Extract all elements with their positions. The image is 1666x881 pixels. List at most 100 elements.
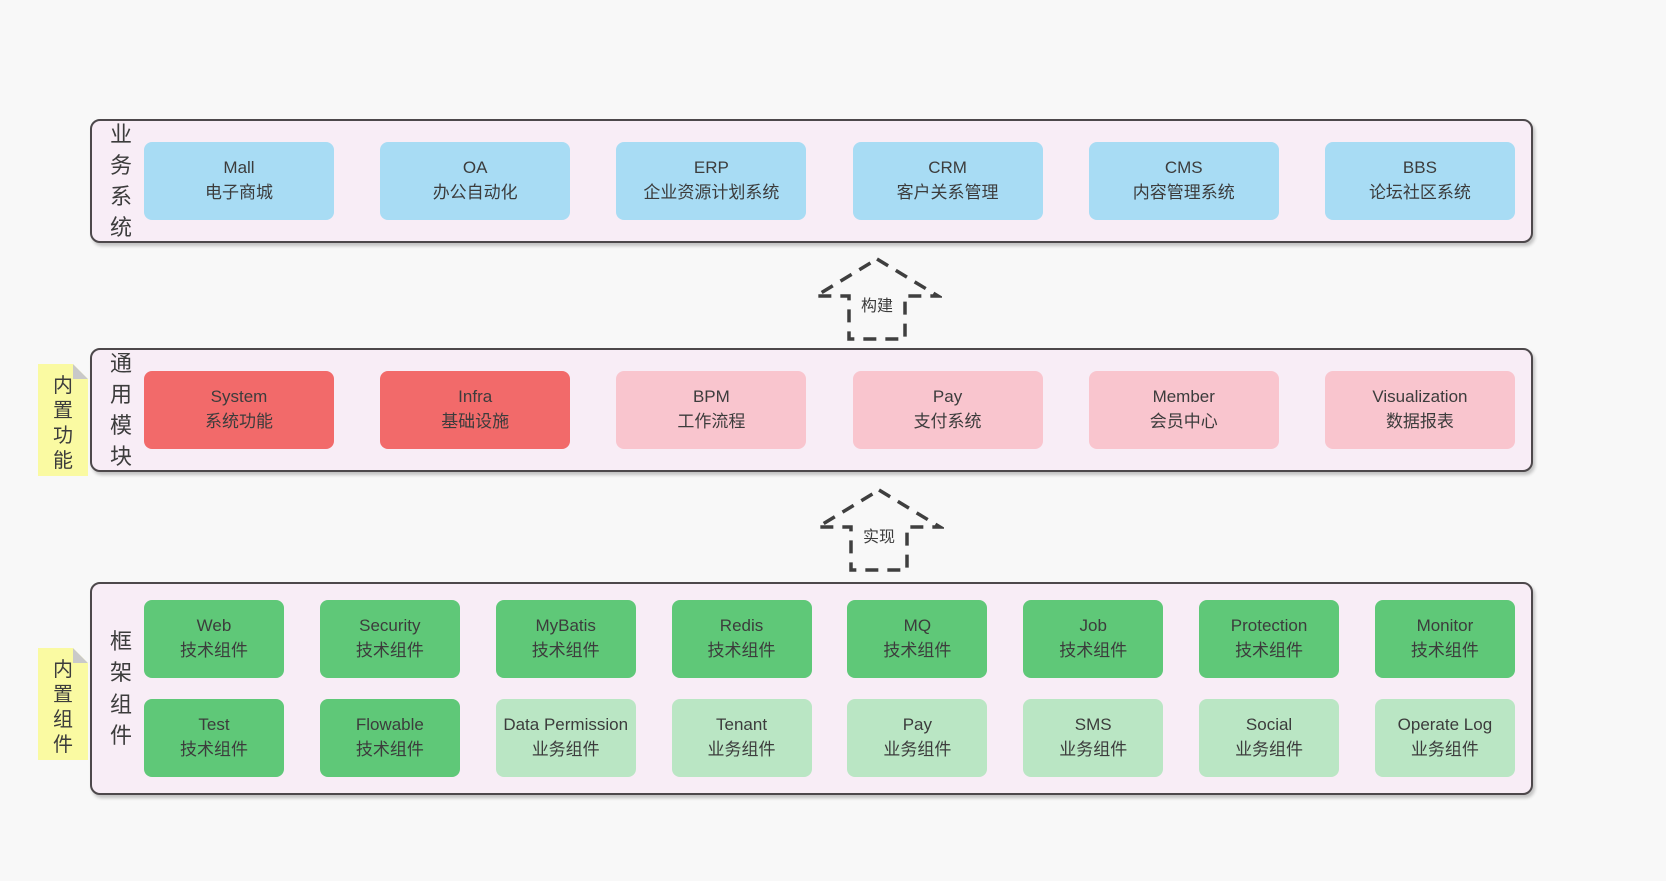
system-box-bbs: BBS 论坛社区系统 xyxy=(1324,142,1515,220)
panel-label-framework-components: 框架组件 xyxy=(109,629,132,748)
box-subtitle: 技术组件 xyxy=(1235,641,1304,660)
component-box-web: Web 技术组件 xyxy=(144,600,284,678)
component-box-pay: Pay 业务组件 xyxy=(847,699,988,777)
component-box-data-permission: Data Permission 业务组件 xyxy=(495,699,636,777)
box-subtitle: 基础设施 xyxy=(441,412,510,431)
component-box-tenant: Tenant 业务组件 xyxy=(671,699,812,777)
box-title: Social xyxy=(1245,715,1293,735)
box-title: BBS xyxy=(1402,158,1437,178)
box-subtitle: 业务组件 xyxy=(883,740,952,759)
component-box-protection: Protection 技术组件 xyxy=(1199,600,1340,678)
folded-corner-icon xyxy=(73,364,88,379)
box-title: MyBatis xyxy=(535,616,596,636)
module-box-infra: Infra 基础设施 xyxy=(380,371,571,449)
business-systems-boxes: Mall 电子商城 OA 办公自动化 ERP 企业资源计划系统 CRM 客户关系… xyxy=(144,142,1515,220)
box-subtitle: 技术组件 xyxy=(1059,641,1128,660)
box-subtitle: 技术组件 xyxy=(355,641,424,660)
box-title: BPM xyxy=(692,387,730,407)
box-title: ERP xyxy=(693,158,729,178)
system-box-erp: ERP 企业资源计划系统 xyxy=(616,142,807,220)
panel-label-business-systems: 业务系统 xyxy=(109,121,132,241)
common-modules-panel: 通用模块 System 系统功能 Infra 基础设施 BPM 工作流程 Pay… xyxy=(90,348,1533,472)
module-box-visualization: Visualization 数据报表 xyxy=(1324,371,1515,449)
component-box-monitor: Monitor 技术组件 xyxy=(1374,600,1515,678)
components-row-2: Test 技术组件 Flowable 技术组件 Data Permission … xyxy=(144,699,1515,777)
box-title: MQ xyxy=(903,616,932,636)
box-title: Protection xyxy=(1230,616,1308,636)
system-box-mall: Mall 电子商城 xyxy=(144,142,334,220)
box-title: Web xyxy=(196,616,232,636)
box-subtitle: 客户关系管理 xyxy=(896,183,999,202)
framework-components-panel: 框架组件 Web 技术组件 Security 技术组件 MyBatis 技术组件… xyxy=(90,582,1533,795)
sticky-note-builtin-features: 内置功能 xyxy=(38,364,88,476)
box-subtitle: 会员中心 xyxy=(1149,412,1218,431)
module-box-pay: Pay 支付系统 xyxy=(852,371,1043,449)
up-block-arrow-icon xyxy=(812,256,942,341)
box-title: System xyxy=(210,387,268,407)
box-subtitle: 企业资源计划系统 xyxy=(643,183,780,202)
components-row-1: Web 技术组件 Security 技术组件 MyBatis 技术组件 Redi… xyxy=(144,600,1515,678)
implement-arrow: 实现 xyxy=(814,487,944,573)
module-box-bpm: BPM 工作流程 xyxy=(616,371,807,449)
box-title: Operate Log xyxy=(1397,715,1493,735)
box-subtitle: 论坛社区系统 xyxy=(1368,183,1471,202)
box-title: Security xyxy=(359,616,421,636)
up-block-arrow-icon xyxy=(814,487,944,572)
panel-label-common-modules: 通用模块 xyxy=(109,350,132,470)
system-box-cms: CMS 内容管理系统 xyxy=(1088,142,1279,220)
box-title: Tenant xyxy=(716,715,768,735)
box-title: Mall xyxy=(223,158,255,178)
box-subtitle: 支付系统 xyxy=(913,412,982,431)
sticky-note-builtin-components: 内置组件 xyxy=(38,648,88,760)
box-title: CRM xyxy=(928,158,967,178)
box-subtitle: 技术组件 xyxy=(1410,641,1479,660)
component-box-job: Job 技术组件 xyxy=(1023,600,1164,678)
component-box-test: Test 技术组件 xyxy=(144,699,284,777)
box-title: Data Permission xyxy=(503,715,629,735)
box-subtitle: 技术组件 xyxy=(180,641,248,660)
box-subtitle: 业务组件 xyxy=(531,740,600,759)
module-box-member: Member 会员中心 xyxy=(1088,371,1279,449)
component-box-mq: MQ 技术组件 xyxy=(847,600,988,678)
box-title: Redis xyxy=(719,616,764,636)
box-title: Job xyxy=(1079,616,1107,636)
box-title: Flowable xyxy=(355,715,424,735)
business-systems-panel: 业务系统 Mall 电子商城 OA 办公自动化 ERP 企业资源计划系统 CRM… xyxy=(90,119,1533,243)
box-title: CMS xyxy=(1164,158,1203,178)
box-title: OA xyxy=(462,158,488,178)
component-box-redis: Redis 技术组件 xyxy=(671,600,812,678)
system-box-crm: CRM 客户关系管理 xyxy=(852,142,1043,220)
box-title: Member xyxy=(1152,387,1215,407)
box-subtitle: 内容管理系统 xyxy=(1132,183,1235,202)
box-title: Pay xyxy=(932,387,963,407)
framework-components-rows: Web 技术组件 Security 技术组件 MyBatis 技术组件 Redi… xyxy=(144,600,1515,777)
box-subtitle: 电子商城 xyxy=(205,183,273,202)
box-title: Test xyxy=(198,715,230,735)
component-box-flowable: Flowable 技术组件 xyxy=(319,699,460,777)
box-subtitle: 办公自动化 xyxy=(432,183,518,202)
box-title: Monitor xyxy=(1416,616,1474,636)
implement-arrow-label: 实现 xyxy=(859,522,899,549)
component-box-operate-log: Operate Log 业务组件 xyxy=(1374,699,1515,777)
box-subtitle: 工作流程 xyxy=(677,412,746,431)
box-subtitle: 技术组件 xyxy=(531,641,600,660)
folded-corner-icon xyxy=(73,648,88,663)
component-box-sms: SMS 业务组件 xyxy=(1023,699,1164,777)
box-subtitle: 业务组件 xyxy=(1410,740,1479,759)
box-subtitle: 数据报表 xyxy=(1385,412,1454,431)
component-box-mybatis: MyBatis 技术组件 xyxy=(495,600,636,678)
component-box-security: Security 技术组件 xyxy=(319,600,460,678)
box-title: Infra xyxy=(458,387,493,407)
box-subtitle: 技术组件 xyxy=(707,641,776,660)
box-subtitle: 系统功能 xyxy=(205,412,273,431)
box-subtitle: 技术组件 xyxy=(180,740,248,759)
box-title: Pay xyxy=(902,715,933,735)
sticky-note-text: 内置功能 xyxy=(53,375,73,472)
system-box-oa: OA 办公自动化 xyxy=(380,142,571,220)
box-subtitle: 技术组件 xyxy=(883,641,952,660)
box-subtitle: 业务组件 xyxy=(707,740,776,759)
build-arrow-label: 构建 xyxy=(857,291,897,318)
build-arrow: 构建 xyxy=(812,256,942,342)
module-box-system: System 系统功能 xyxy=(144,371,334,449)
